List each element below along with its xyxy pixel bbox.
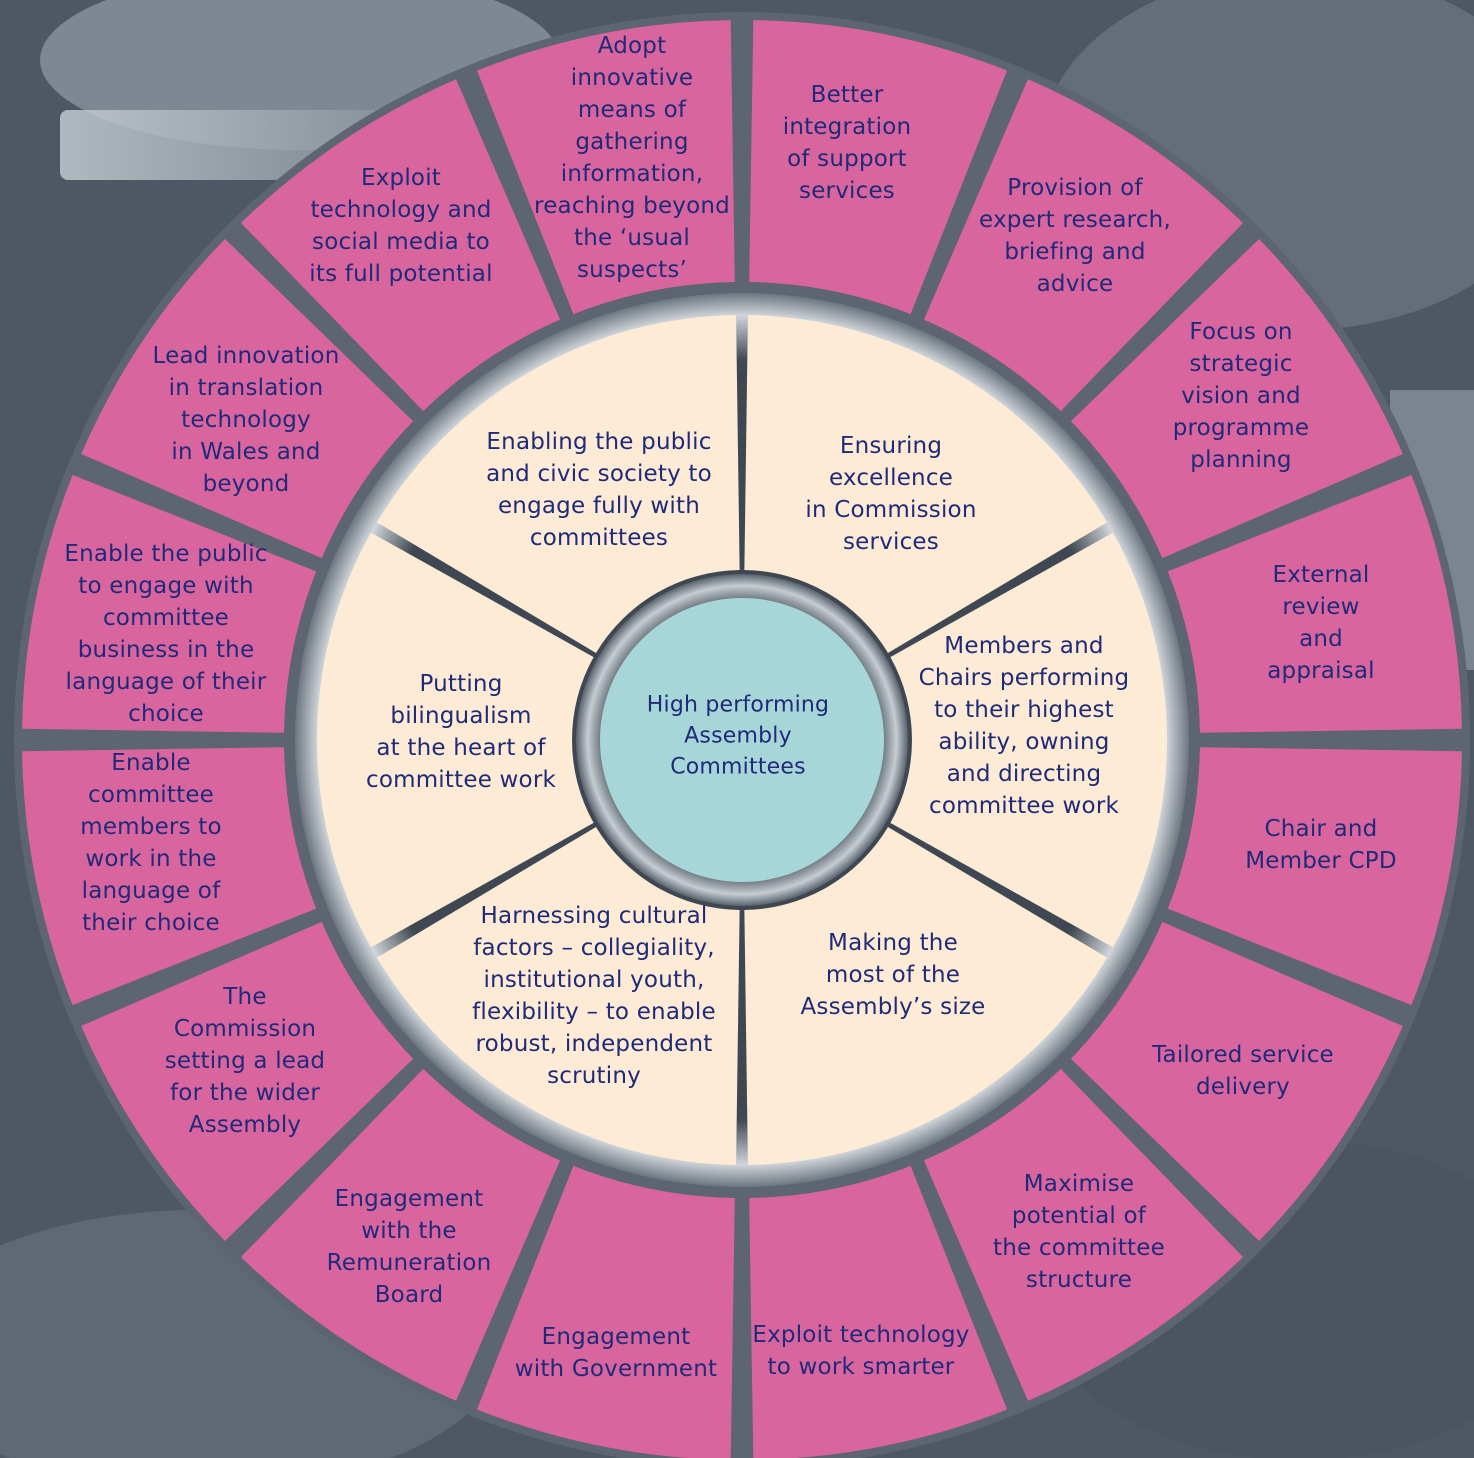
outer-segment — [476, 1165, 735, 1458]
inner-segment — [744, 827, 1108, 1165]
outer-segment-label: Engagement with Government — [514, 1324, 718, 1382]
outer-ring — [22, 20, 1462, 1458]
outer-segment-label: Lead innovation in translation technolog… — [152, 343, 340, 497]
inner-segment — [376, 315, 740, 653]
inner-segment — [376, 827, 740, 1165]
outer-segment-label: Focus on strategic vision and programme … — [1172, 319, 1310, 473]
center-circle — [600, 598, 884, 882]
outer-segment — [81, 921, 414, 1242]
outer-segment — [476, 20, 735, 315]
outer-segment — [1070, 238, 1403, 559]
outer-segment-label: Exploit technology and social media to i… — [309, 165, 493, 287]
outer-segment — [240, 79, 561, 412]
inner-segment — [317, 532, 594, 948]
inner-segment-label: Putting bilingualism at the heart of com… — [365, 671, 557, 793]
outer-segment-label: The Commission setting a lead for the wi… — [164, 984, 326, 1138]
inner-segment-label: Harnessing cultural factors – collegiali… — [472, 903, 716, 1089]
outer-segment-label: Chair and Member CPD — [1245, 816, 1397, 874]
outer-segment — [1167, 747, 1462, 1006]
outer-segment-label: External review and appraisal — [1267, 562, 1375, 684]
outer-segment — [81, 238, 414, 559]
outer-segment-label: Maximise potential of the committee stru… — [993, 1171, 1165, 1293]
inner-segment — [890, 532, 1167, 948]
inner-segment-label: Making the most of the Assembly’s size — [800, 930, 986, 1020]
outer-segment — [1167, 474, 1462, 733]
outer-segment — [749, 1165, 1008, 1458]
outer-segment — [923, 1068, 1244, 1401]
outer-segment — [923, 79, 1244, 412]
outer-segment-label: Tailored service delivery — [1152, 1042, 1334, 1100]
inner-ring — [317, 315, 1167, 1165]
outer-segment — [240, 1068, 561, 1401]
outer-segment — [749, 20, 1008, 315]
outer-segment — [22, 747, 317, 1006]
outer-segment-label: Enable committee members to work in the … — [80, 750, 222, 936]
outer-segment — [22, 474, 317, 733]
center-label: High performing Assembly Committees — [646, 692, 830, 780]
inner-segment-label: Ensuring excellence in Commission servic… — [805, 433, 977, 555]
outer-segment — [1070, 921, 1403, 1242]
inner-segment-label: Enabling the public and civic society to… — [486, 429, 712, 551]
inner-segment-label: Members and Chairs performing to their h… — [918, 633, 1130, 819]
outer-segment-label: Enable the public to engage with committ… — [64, 541, 268, 727]
inner-segment — [744, 315, 1108, 653]
outer-segment-label: Better integration of support services — [782, 82, 912, 204]
outer-segment-label: Provision of expert research, briefing a… — [979, 175, 1171, 297]
outer-segment-label: Engagement with the Remuneration Board — [326, 1186, 492, 1308]
outer-segment-label: Exploit technology to work smarter — [752, 1322, 970, 1380]
outer-segment-label: Adopt innovative means of gathering info… — [534, 33, 730, 283]
